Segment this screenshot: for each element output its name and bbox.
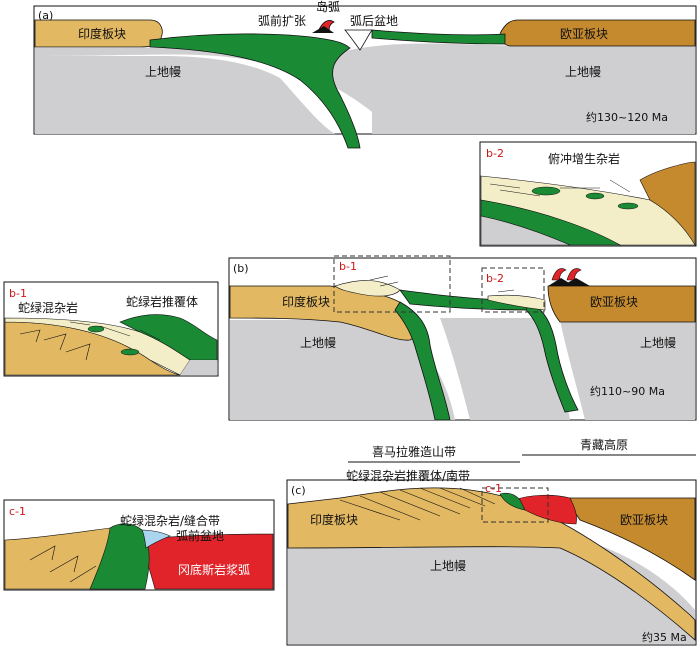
- panel-a-mantle-left-label: 上地幔: [145, 64, 181, 79]
- panel-b-melange-right: [487, 294, 546, 311]
- inset-c1-suture-label: 蛇绿混杂岩/缝合带: [120, 513, 220, 528]
- inset-b2-lens-2: [585, 192, 605, 200]
- inset-c1: c-1 蛇绿混杂岩/缝合带 弧前盆地 冈底斯岩浆弧: [3, 499, 275, 591]
- panel-a-forearc-label: 弧前扩张: [258, 13, 306, 28]
- panel-c-tag: (c): [291, 484, 306, 497]
- inset-b1-folds: [19, 329, 91, 361]
- panel-a-oceanic-right: [371, 29, 506, 45]
- panel-b-mantle-left-label: 上地幔: [300, 335, 336, 350]
- inset-b1-lens-1: [87, 325, 105, 333]
- panel-c-age: 约35 Ma: [642, 631, 687, 644]
- panel-c-arc: [514, 494, 577, 525]
- inset-b1-lens-2: [120, 348, 140, 356]
- inset-c1-ophiolite: [89, 523, 150, 590]
- panel-b-melange-left: [334, 280, 401, 297]
- panel-c: 喜马拉雅造山带 青藏高原 蛇绿混杂岩推覆体/南带 (c) c-1 印度板块 欧亚…: [286, 437, 697, 646]
- panel-c-eurasian-plate-label: 欧亚板块: [620, 513, 668, 527]
- panel-a-eurasian-plate-label: 欧亚板块: [560, 27, 608, 41]
- inset-b2-label: 俯冲增生杂岩: [548, 151, 620, 166]
- inset-b2: b-2 俯冲增生杂岩: [479, 141, 697, 247]
- panel-c-himalaya-label: 喜马拉雅造山带: [372, 444, 456, 459]
- inset-b1-tag: b-1: [9, 287, 27, 300]
- panel-b-arc-bases: [548, 278, 590, 286]
- panel-a-mantle-right-label: 上地幔: [565, 64, 601, 79]
- panel-a-island-arc-label: 岛弧: [316, 0, 340, 14]
- inset-c1-arc-label: 冈底斯岩浆弧: [178, 562, 250, 577]
- panel-b-mantle-mid: [440, 318, 570, 420]
- panel-c-nappe-label: 蛇绿混杂岩推覆体/南带: [346, 468, 470, 483]
- panel-b-arc-icon-1: [551, 268, 567, 281]
- panel-b-box-b1: [333, 255, 451, 313]
- panel-a-arc-base: [312, 26, 334, 33]
- panel-a-mantle-bottom: [35, 56, 335, 134]
- panel-b: (b) b-1 b-2 印度板块 欧亚板块 上地幔 上地幔 约110~90 Ma: [228, 255, 697, 421]
- panel-b-tag: (b): [233, 262, 249, 275]
- panel-a-tag: (a): [38, 9, 53, 22]
- inset-c1-forearc-basin: [141, 529, 171, 549]
- panel-b-arc-icon-2: [566, 268, 582, 281]
- inset-b1: b-1 蛇绿混杂岩 蛇绿岩推覆体: [3, 281, 219, 377]
- inset-b2-eurasian: [639, 161, 696, 247]
- inset-b2-tag: b-2: [486, 147, 504, 160]
- panel-b-mantle-right: [560, 320, 695, 420]
- panel-b-slab-left: [394, 301, 451, 421]
- panel-a-subducting-slab: [149, 33, 361, 149]
- inset-b2-lens-1: [531, 186, 561, 196]
- panel-b-mantle: [230, 320, 455, 420]
- panel-c-tibet-label: 青藏高原: [580, 437, 628, 452]
- panel-b-box2-tag: b-2: [486, 272, 504, 285]
- panel-c-box-tag: c-1: [485, 482, 502, 495]
- panel-b-box-b2: [481, 267, 545, 313]
- panel-c-eurasian-plate: [564, 497, 696, 581]
- panel-c-indian-plate-label: 印度板块: [310, 512, 358, 527]
- panel-b-eurasian-plate: [547, 285, 696, 323]
- panel-b-eurasian-plate-label: 欧亚板块: [590, 295, 638, 309]
- panel-c-mantle-label: 上地幔: [430, 558, 466, 573]
- panel-a: (a) 岛弧 弧前扩张 弧后盆地 印度板块 欧亚板块 上地幔 上地幔 约130~…: [33, 0, 697, 149]
- inset-c1-tag: c-1: [9, 505, 26, 518]
- inset-b2-lens-3: [617, 202, 639, 210]
- inset-b2-mantle: [480, 215, 571, 246]
- panel-c-indian-plate: [287, 487, 696, 641]
- panel-a-age: 约130~120 Ma: [586, 111, 668, 124]
- inset-b1-nappe-label: 蛇绿岩推覆体: [126, 294, 198, 309]
- panel-a-mantle: [35, 43, 695, 112]
- inset-c1-thrust-lines: [29, 545, 97, 583]
- panel-b-thrust-marks: [369, 275, 515, 293]
- panel-c-ophiolite: [499, 492, 526, 511]
- inset-b1-nappe: [119, 314, 218, 361]
- panel-b-age: 约110~90 Ma: [590, 385, 665, 398]
- panel-b-indian-plate: [229, 285, 418, 341]
- inset-b1-melange-label: 蛇绿混杂岩: [18, 300, 78, 315]
- inset-b1-thrust-lines: [69, 321, 161, 341]
- panel-a-eurasian-plate: [499, 19, 696, 47]
- inset-c1-forearc-label: 弧前盆地: [176, 528, 224, 543]
- panel-b-indian-plate-label: 印度板块: [282, 294, 330, 309]
- panel-a-mantle-right: [372, 112, 695, 134]
- panel-a-backarc-label: 弧后盆地: [350, 14, 398, 28]
- panel-b-box1-tag: b-1: [339, 260, 357, 273]
- inset-b1-mantle: [180, 360, 217, 375]
- panel-b-slab-right: [525, 301, 579, 413]
- panel-b-mantle-right-label: 上地幔: [640, 335, 676, 350]
- panel-c-thrust-lines: [339, 487, 496, 521]
- panel-a-backarc-wedge: [344, 29, 373, 51]
- inset-b2-thrust-lines: [489, 179, 631, 197]
- panel-a-indian-plate-label: 印度板块: [78, 26, 126, 41]
- panel-c-box-c1: [481, 487, 549, 523]
